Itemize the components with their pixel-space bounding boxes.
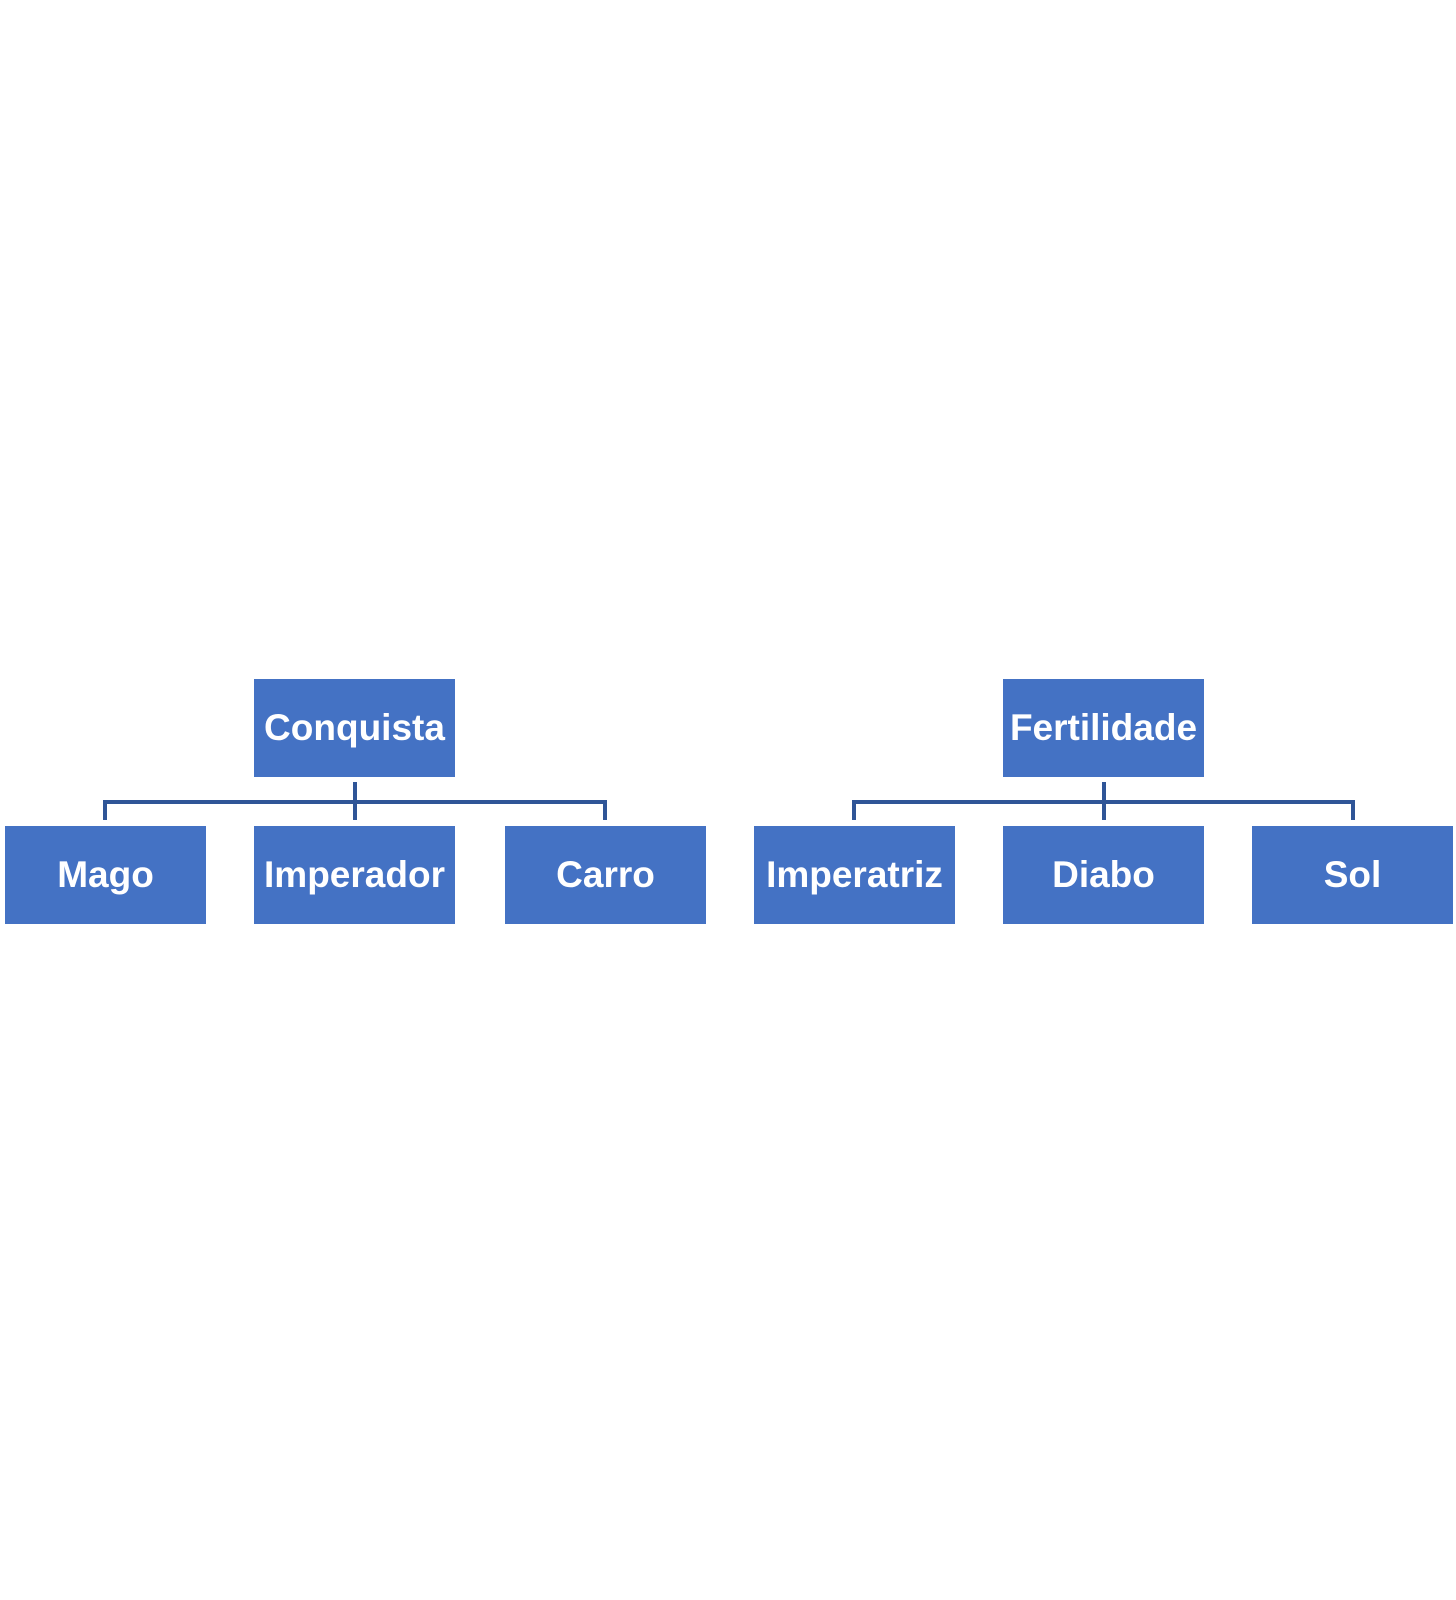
tree-1-child-label: Mago bbox=[57, 854, 154, 895]
tree-2-connectors bbox=[852, 782, 1355, 820]
tree-2-child-label: Diabo bbox=[1052, 854, 1155, 895]
tree-2-child-label: Sol bbox=[1323, 854, 1382, 895]
tree-1-child-node: Carro bbox=[505, 826, 706, 924]
tree-2-child-node: Diabo bbox=[1003, 826, 1204, 924]
tree-1-child-label: Carro bbox=[556, 854, 655, 895]
tree-2-child-label: Imperatriz bbox=[766, 854, 943, 895]
tree-1-child-node: Mago bbox=[5, 826, 206, 924]
tree-1-child-label: Imperador bbox=[264, 854, 445, 895]
tree-1-root-node: Conquista bbox=[254, 679, 455, 777]
tree-2-root-label: Fertilidade bbox=[1009, 707, 1198, 748]
tree-1-root-label: Conquista bbox=[264, 707, 445, 748]
tree-1-child-node: Imperador bbox=[254, 826, 455, 924]
tree-2-child-node: Imperatriz bbox=[754, 826, 955, 924]
tree-2-child-node: Sol bbox=[1252, 826, 1453, 924]
tree-2-root-node: Fertilidade bbox=[1003, 679, 1204, 777]
tree-1-connectors bbox=[103, 782, 607, 820]
